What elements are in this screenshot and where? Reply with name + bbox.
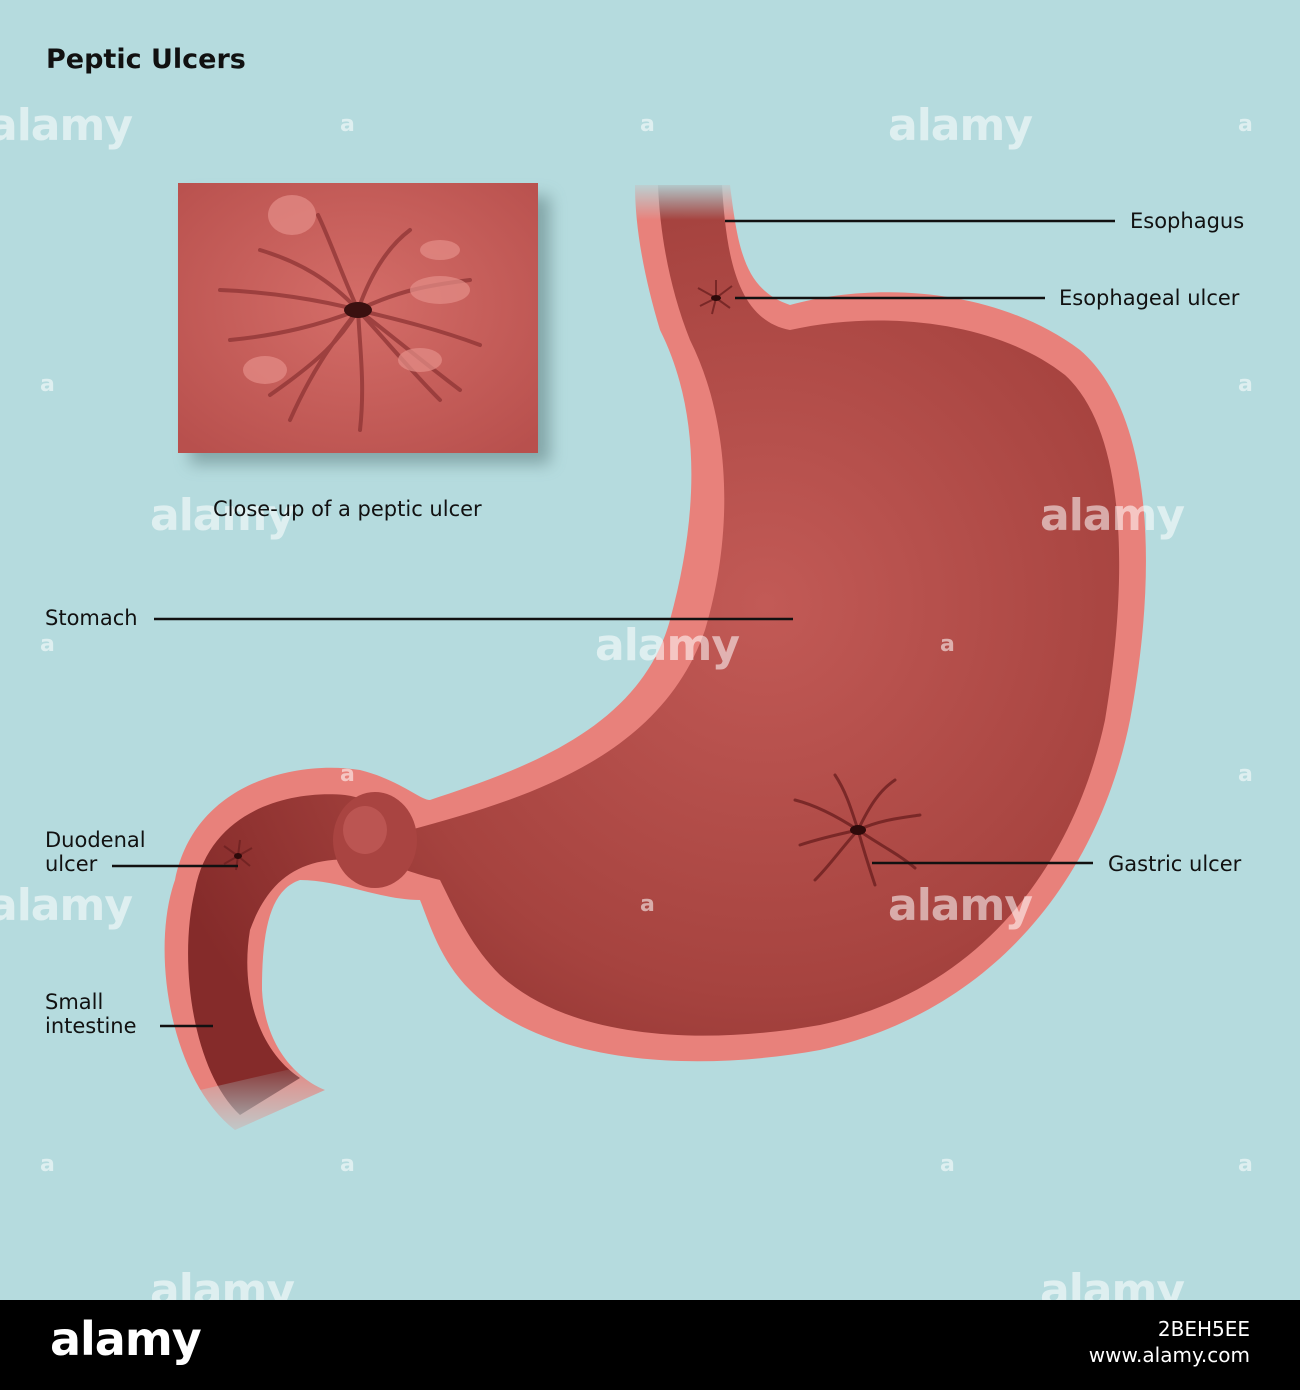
label-duodenal-ulcer-line2: ulcer — [45, 852, 98, 876]
watermark: a — [1238, 112, 1253, 137]
footer-image-id: 2BEH5EE — [1157, 1317, 1250, 1341]
gastric-ulcer-dot — [850, 825, 866, 835]
footer-image-info: 2BEH5EE www.alamy.com — [1089, 1316, 1250, 1368]
footer-bar: alamy 2BEH5EE www.alamy.com — [0, 1300, 1300, 1390]
watermark: alamy — [150, 490, 295, 541]
watermark: a — [640, 892, 655, 917]
watermark: a — [1238, 372, 1253, 397]
watermark: alamy — [0, 100, 133, 151]
watermark: alamy — [1040, 1265, 1185, 1300]
watermark: alamy — [888, 100, 1033, 151]
esophageal-ulcer-mark — [697, 280, 733, 315]
watermark: a — [940, 1152, 955, 1177]
leader-lines — [112, 219, 1115, 1028]
label-duodenal-ulcer-line1: Duodenal — [45, 828, 146, 852]
label-small-intestine-line2: intestine — [45, 1014, 137, 1038]
watermark: a — [40, 1152, 55, 1177]
pylorus-highlight — [343, 806, 387, 854]
watermark: alamy — [0, 880, 133, 931]
watermark: a — [340, 1152, 355, 1177]
watermark: a — [940, 632, 955, 657]
watermark: alamy — [1040, 490, 1185, 541]
esophageal-ulcer-dot — [711, 295, 721, 301]
watermark: a — [340, 762, 355, 787]
stomach-diagram — [0, 0, 1300, 1300]
watermark: a — [40, 372, 55, 397]
label-small-intestine-line1: Small — [45, 990, 104, 1014]
watermark: a — [340, 112, 355, 137]
closeup-highlights — [243, 195, 470, 384]
watermark: alamy — [888, 880, 1033, 931]
esophagus-fade — [620, 180, 750, 220]
label-stomach: Stomach — [45, 606, 138, 630]
watermark: a — [1238, 1152, 1253, 1177]
watermark: a — [40, 632, 55, 657]
label-esophagus: Esophagus — [1130, 209, 1245, 233]
duodenal-ulcer-dot — [234, 853, 242, 859]
duodenal-ulcer-mark — [223, 839, 253, 871]
watermark: a — [1238, 762, 1253, 787]
watermark: alamy — [150, 1265, 295, 1300]
page-title: Peptic Ulcers — [46, 44, 246, 75]
label-gastric-ulcer: Gastric ulcer — [1108, 852, 1242, 876]
watermark: a — [640, 112, 655, 137]
label-closeup: Close-up of a peptic ulcer — [213, 497, 482, 521]
intestine-fade — [200, 1060, 345, 1150]
diagram-stage: alamy a a alamy a a a alamy alamy a alam… — [0, 0, 1300, 1300]
gastric-ulcer-mark — [793, 773, 922, 887]
closeup-ulcer-crater — [344, 302, 372, 318]
stomach-inner-lumen — [188, 185, 1120, 1115]
watermark: alamy — [595, 620, 740, 671]
footer-logo: alamy — [50, 1312, 202, 1366]
footer-site: www.alamy.com — [1088, 1343, 1250, 1367]
label-esophageal-ulcer: Esophageal ulcer — [1059, 286, 1240, 310]
